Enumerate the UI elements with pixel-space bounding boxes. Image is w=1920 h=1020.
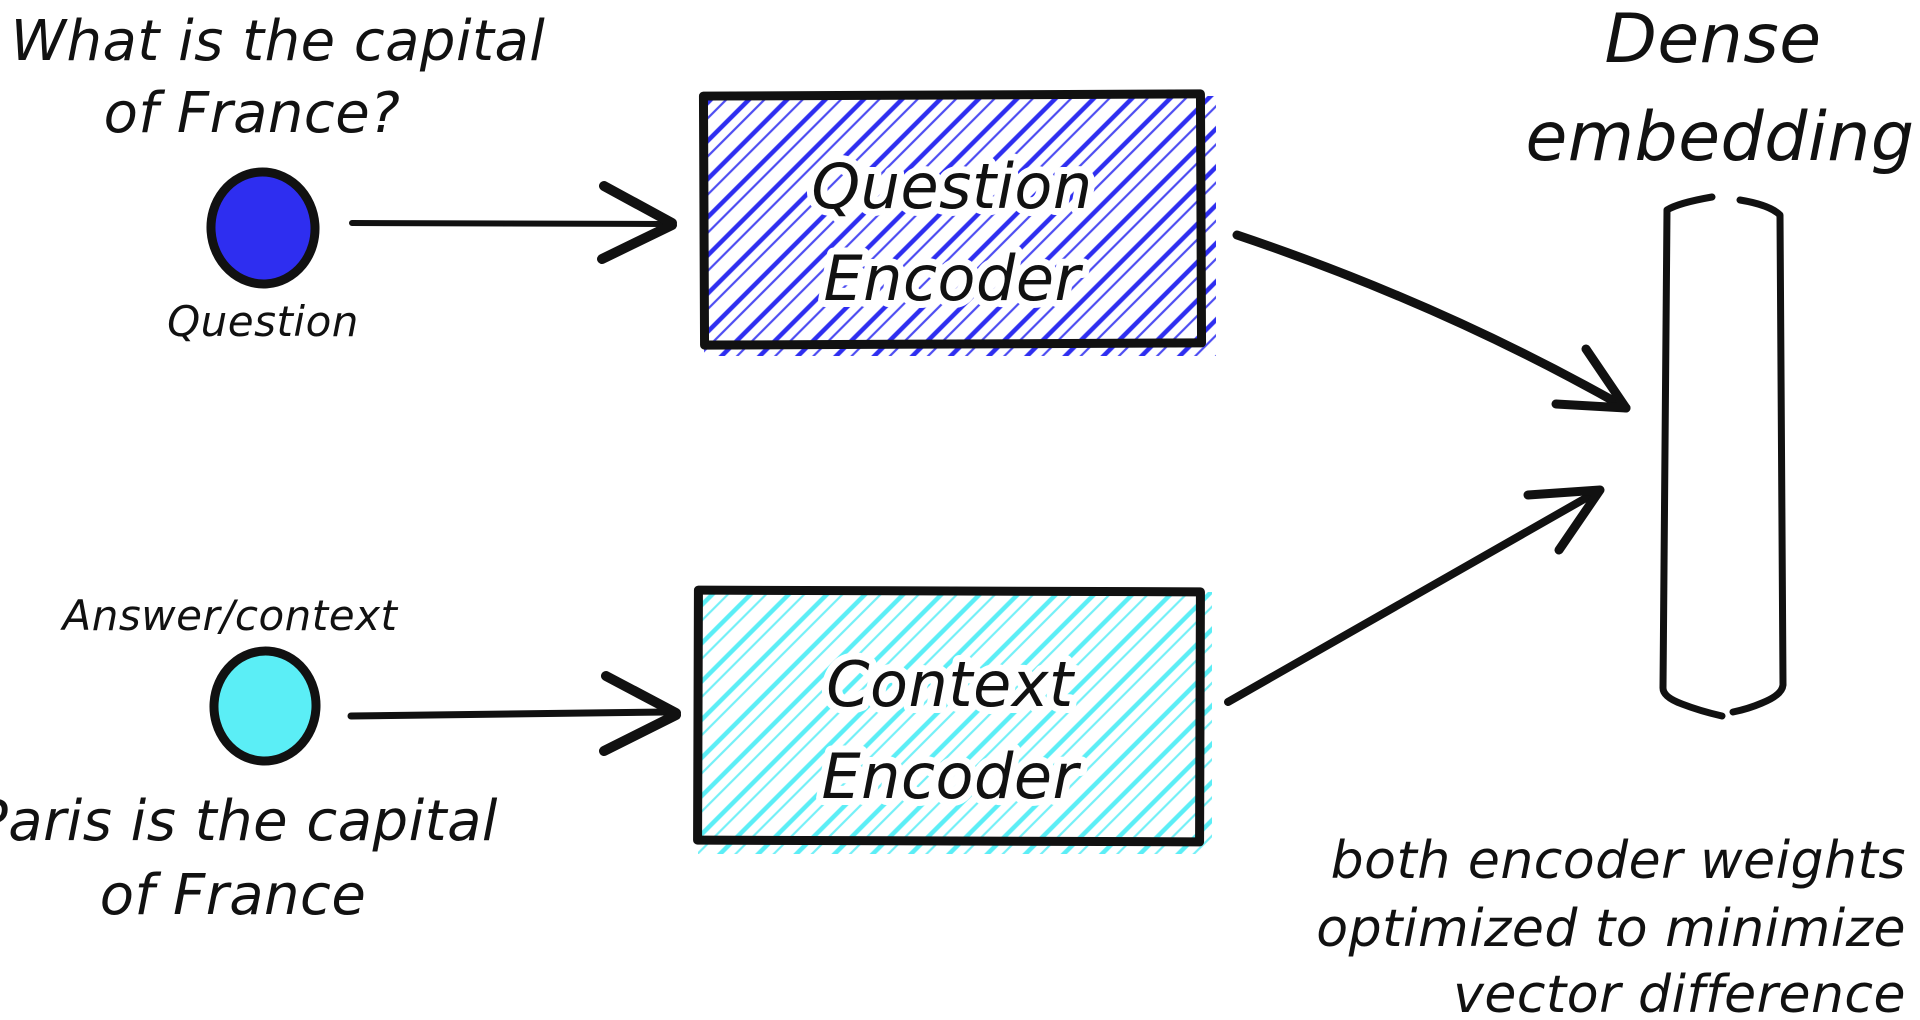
dense-embedding-title-line2: embedding (1525, 98, 1914, 177)
question-caption-line2: of France? (104, 81, 401, 146)
context-caption-line2: of France (100, 863, 367, 928)
context-caption-line1: Paris is the capital (0, 789, 498, 854)
question-caption-line1: What is the capital (11, 9, 546, 74)
context-encoder-hatch (698, 592, 1212, 854)
embedding-vector-bracket (1659, 193, 1787, 720)
context-encoder-border (693, 585, 1205, 847)
context-encoder-box: Context Encoder (693, 585, 1212, 854)
question-encoder-label-line2: Encoder (824, 242, 1084, 315)
arrow-question-encoder-to-embedding (1232, 230, 1631, 413)
context-node-circle (209, 646, 321, 766)
note-line3: vector difference (1453, 965, 1906, 1020)
question-encoder-label-line1: Question (811, 150, 1092, 223)
note-line1: both encoder weights (1331, 831, 1906, 891)
question-encoder-border (698, 89, 1207, 350)
question-encoder-box: Question Encoder (698, 89, 1216, 356)
context-encoder-label-line2: Encoder (822, 740, 1082, 813)
context-encoder-label-line1: Context (826, 648, 1076, 721)
question-node-circle (206, 167, 320, 289)
context-node-label: Answer/context (60, 591, 399, 640)
question-encoder-hatch (704, 96, 1216, 356)
bracket-right (1729, 196, 1787, 716)
arrow-context-encoder-to-embedding (1224, 485, 1605, 706)
optimization-note: both encoder weights optimized to minimi… (1316, 831, 1906, 1020)
arrow-context-to-encoder (347, 671, 681, 756)
question-node-label: Question (167, 297, 359, 346)
note-line2: optimized to minimize (1316, 899, 1906, 959)
dense-embedding-title: Dense embedding (1525, 0, 1914, 177)
arrow-question-to-encoder (349, 181, 677, 264)
bracket-left (1659, 193, 1726, 720)
dense-embedding-title-line1: Dense (1604, 0, 1821, 79)
question-caption: What is the capital of France? (11, 9, 546, 146)
context-caption: Paris is the capital of France (0, 789, 498, 928)
